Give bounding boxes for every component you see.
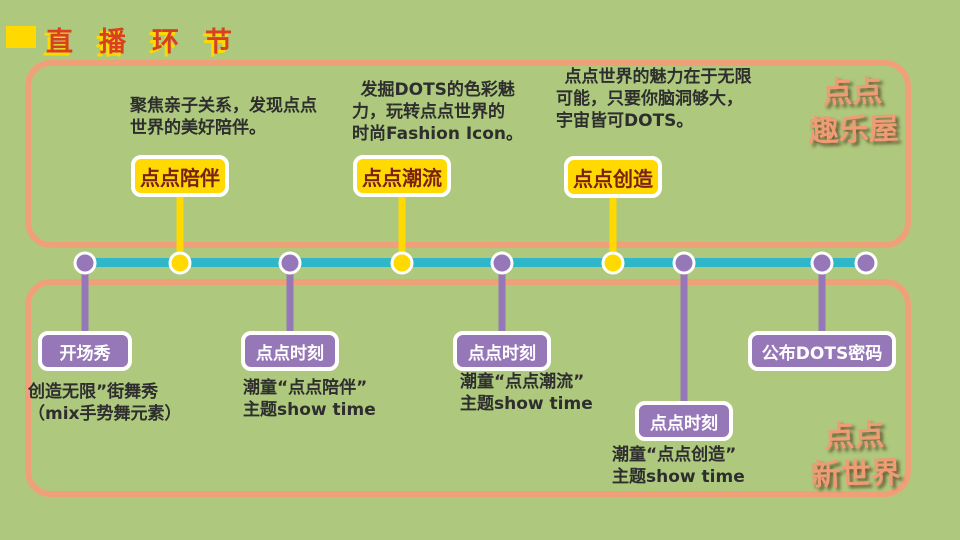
timeline-connector	[81, 263, 89, 331]
timeline-dot	[168, 251, 192, 275]
bottom-item-desc: 潮童“点点创造” 主题show time	[612, 445, 745, 488]
top-panel	[25, 60, 911, 248]
timeline-dot	[810, 251, 834, 275]
timeline-dot	[490, 251, 514, 275]
top-item-desc: 点点世界的魅力在于无限 可能，只要你脑洞够大， 宇宙皆可DOTS。	[556, 67, 752, 132]
timeline-connector	[818, 263, 826, 331]
bottom-item-desc: 潮童“点点潮流” 主题show time	[460, 372, 593, 415]
timeline-connector	[286, 263, 294, 331]
timeline-dot	[672, 251, 696, 275]
stage-box-announce-dots-code: 公布DOTS密码	[748, 331, 896, 371]
top-item-desc: 聚焦亲子关系，发现点点 世界的美好陪伴。	[130, 96, 317, 139]
timeline-connector	[398, 197, 406, 263]
bottom-panel	[25, 279, 911, 497]
timeline-dot	[390, 251, 414, 275]
timeline-dot	[854, 251, 878, 275]
stage-box-dots-moment-1: 点点时刻	[241, 331, 339, 371]
top-panel-corner-label: 点点 趣乐屋	[808, 73, 900, 150]
stage-box-dots-companion: 点点陪伴	[131, 155, 229, 197]
page-title: 直播环节	[46, 27, 258, 58]
timeline-connector	[680, 263, 688, 401]
bottom-item-desc: 创造无限”街舞秀 （mix手势舞元素）	[28, 382, 182, 425]
stage-box-dots-create: 点点创造	[564, 156, 662, 198]
bottom-panel-corner-label: 点点 新世界	[810, 417, 902, 494]
timeline-connector	[609, 197, 617, 263]
timeline-dot	[73, 251, 97, 275]
top-item-desc: 发掘DOTS的色彩魅 力，玩转点点世界的 时尚Fashion Icon。	[352, 80, 524, 145]
bottom-item-desc: 潮童“点点陪伴” 主题show time	[243, 378, 376, 421]
stage-box-dots-moment-2: 点点时刻	[453, 331, 551, 371]
timeline-connector	[498, 263, 506, 331]
timeline-dot	[601, 251, 625, 275]
timeline-dot	[278, 251, 302, 275]
timeline-line	[85, 258, 866, 267]
stage-box-opening-show: 开场秀	[38, 331, 132, 371]
stage-box-dots-moment-3: 点点时刻	[635, 401, 733, 441]
timeline-connector	[176, 197, 184, 263]
title-bullet-chip	[6, 26, 36, 48]
stage-box-dots-trend: 点点潮流	[353, 155, 451, 197]
